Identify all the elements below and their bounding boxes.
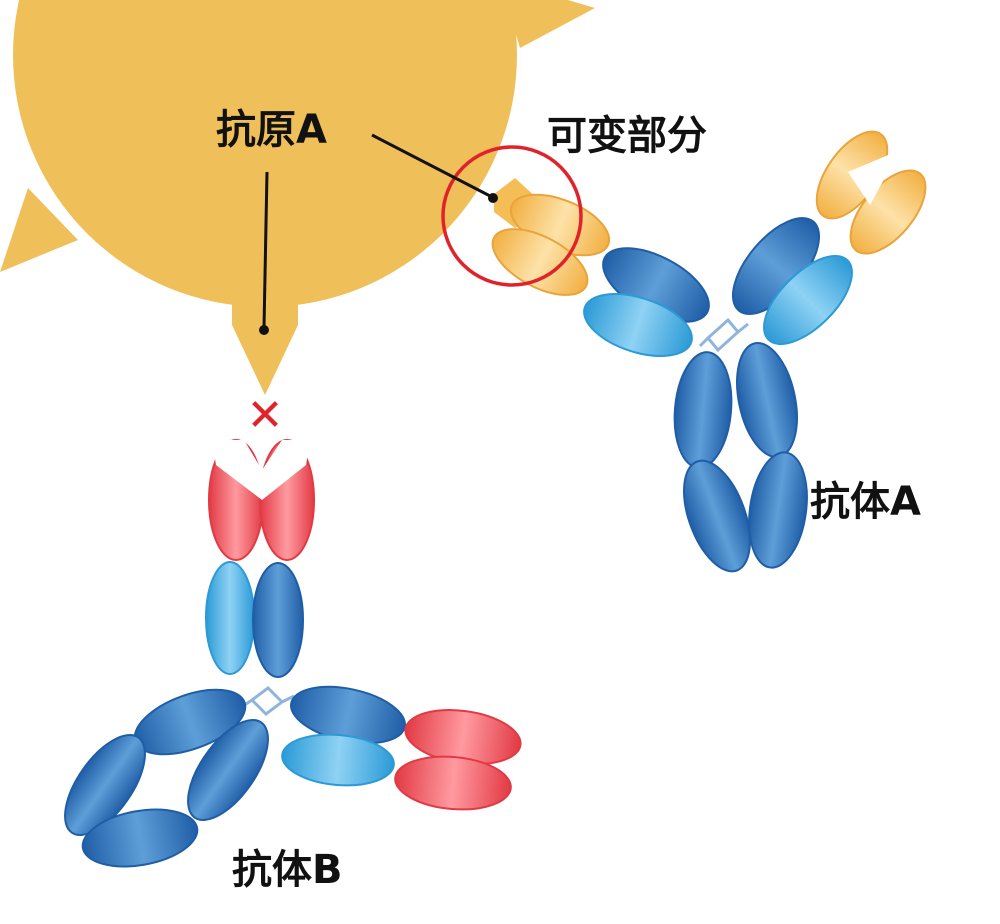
antibody-a-light-chain xyxy=(583,293,693,357)
antibody-b-variable-light xyxy=(394,755,512,811)
antigen-spike xyxy=(505,0,595,48)
antibody-a-light-chain xyxy=(763,255,853,345)
antibody-b-fc-heavy-chain xyxy=(187,719,269,821)
antigen-body xyxy=(13,0,517,307)
leader-line-to-variable-region xyxy=(371,133,493,199)
antibody-a-fc-heavy-chain xyxy=(736,341,798,459)
antibody-a-fc-heavy-chain xyxy=(748,451,808,569)
antibody-b xyxy=(64,439,522,868)
antibody-b-label: 抗体B xyxy=(232,847,343,893)
antibody-b-light-chain xyxy=(205,561,255,675)
antigen-a-particle xyxy=(0,0,595,395)
antibody-b-heavy-chain xyxy=(252,562,304,678)
antibody-a-fc-heavy-chain xyxy=(673,351,733,469)
antibody-a-hinge xyxy=(698,317,749,353)
variable-region-label: 可变部分 xyxy=(547,113,707,159)
leader-dot xyxy=(259,325,269,335)
antigen-a-label: 抗原A xyxy=(216,107,327,153)
antigen-spike xyxy=(0,188,78,272)
leader-dot xyxy=(488,193,498,203)
antibody-a-label: 抗体A xyxy=(810,479,921,525)
antibody-b-hinge xyxy=(239,686,295,716)
antibody-b-light-chain xyxy=(281,733,395,787)
antibody-a-fc-heavy-chain xyxy=(683,459,751,573)
antibody-b-binding-notch xyxy=(212,440,310,500)
antibody-b-fc-heavy-chain xyxy=(81,808,199,868)
leader-line-to-antibody-b xyxy=(262,171,269,329)
antibody-b-fc-heavy-chain xyxy=(64,734,146,836)
no-binding-cross-mark: ✕ xyxy=(247,390,284,441)
antibody-a xyxy=(491,130,927,573)
antigen-epitope-down xyxy=(232,280,298,395)
antibody-a-binding-notch xyxy=(848,150,900,205)
variable-region-highlight-circle xyxy=(441,145,583,287)
